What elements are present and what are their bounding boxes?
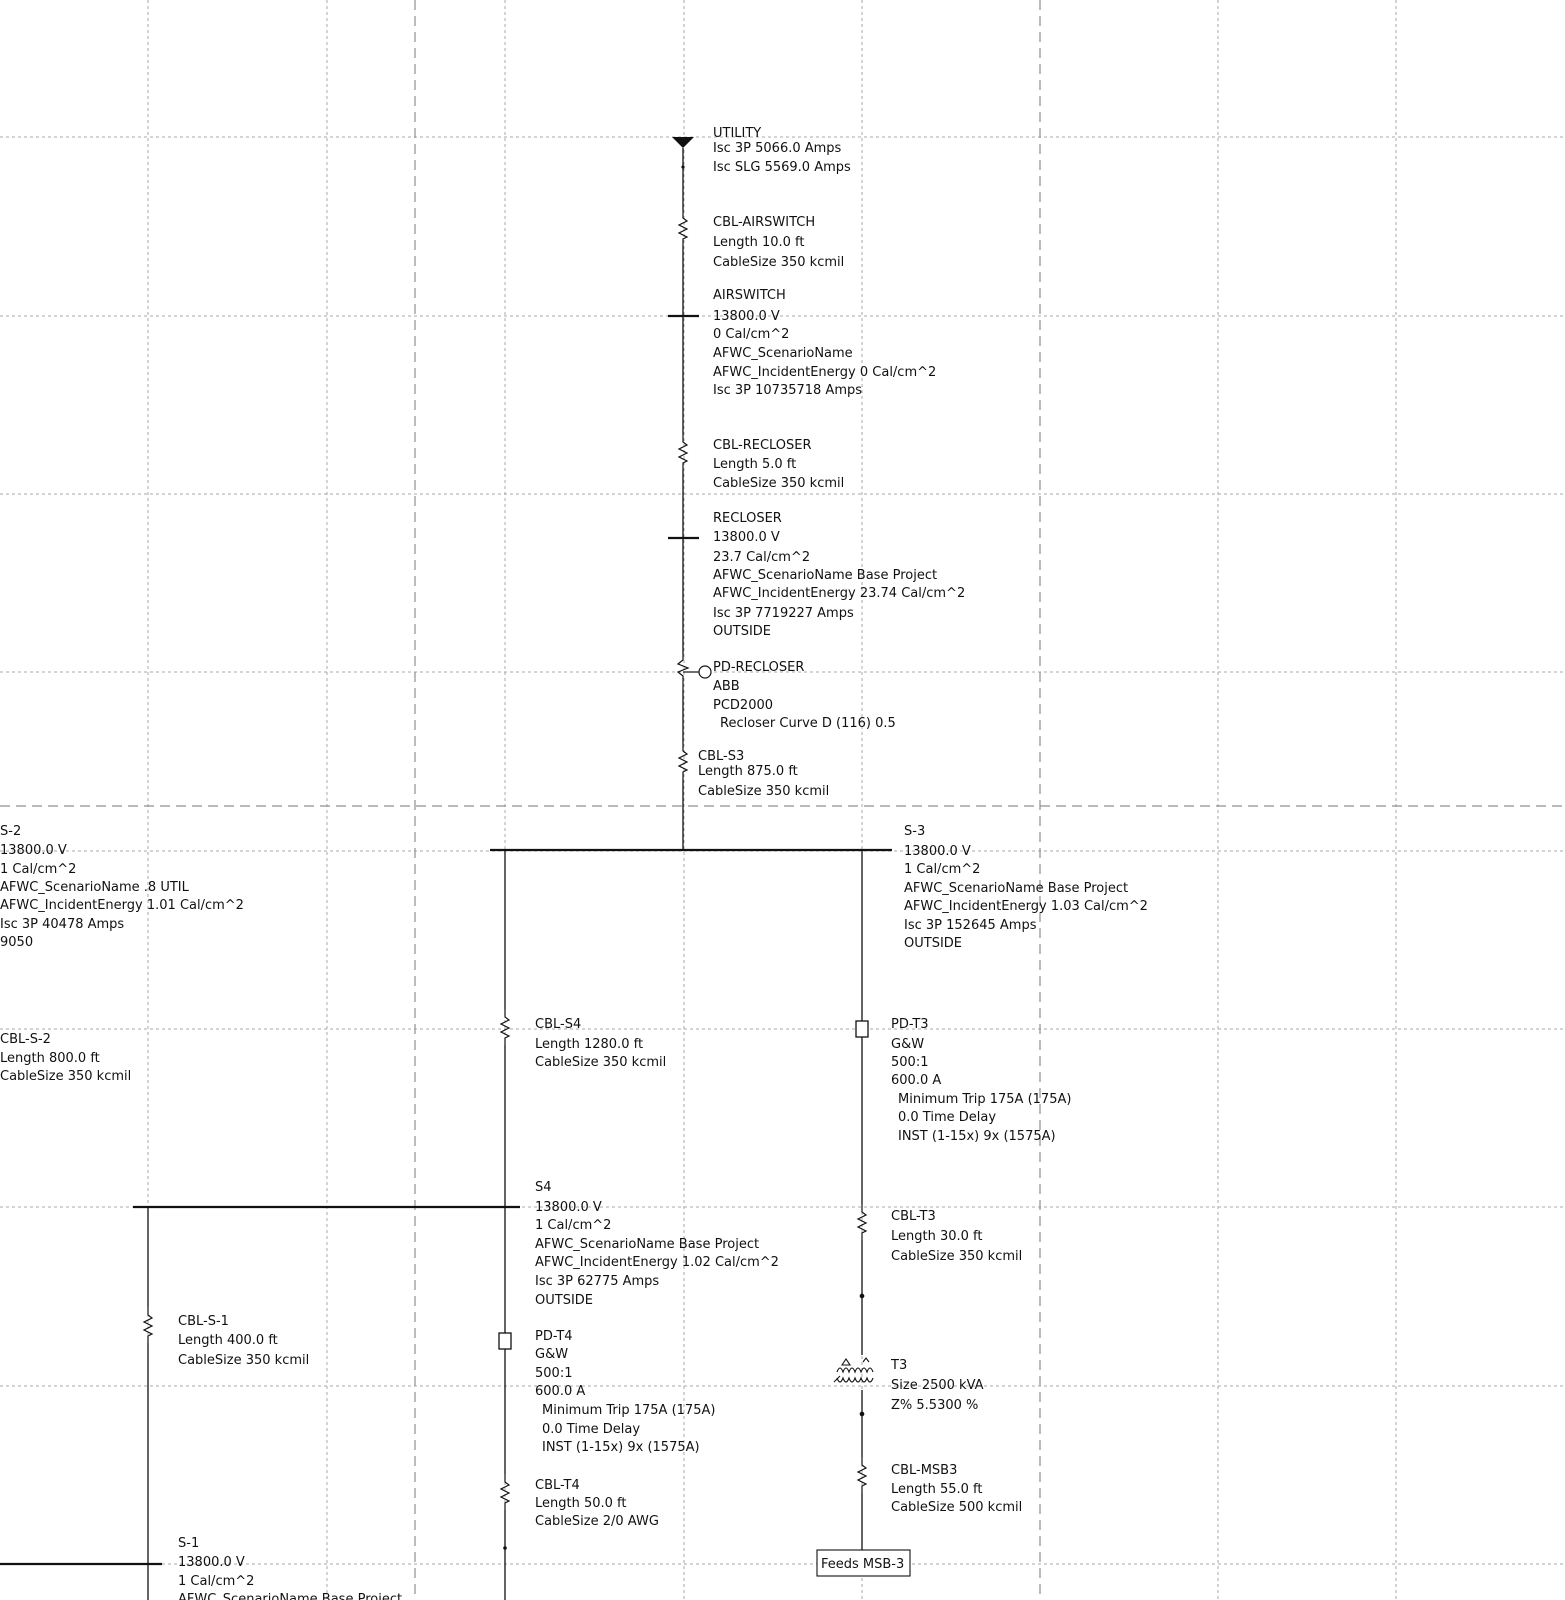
recloser-label: RECLOSER 13800.0 V 23.7 Cal/cm^2 AFWC_Sc… [713,511,969,639]
cbl-msb3-label: CBL-MSB3 Length 55.0 ft CableSize 500 kc… [891,1463,1022,1515]
utility-label: UTILITY Isc 3P 5066.0 Amps Isc SLG 5569.… [713,126,851,175]
s4-label: S4 13800.0 V 1 Cal/cm^2 AFWC_ScenarioNam… [535,1180,783,1308]
cable-icon[interactable] [678,433,688,471]
cbl-recloser-label: CBL-RECLOSER Length 5.0 ft CableSize 350… [713,438,844,491]
s1-label: S-1 13800.0 V 1 Cal/cm^2 AFWC_ScenarioNa… [178,1536,402,1600]
transformer-icon[interactable] [833,1293,874,1417]
cbl-s4-label: CBL-S4 Length 1280.0 ft CableSize 350 kc… [535,1017,666,1070]
s3-label: S-3 13800.0 V 1 Cal/cm^2 AFWC_ScenarioNa… [904,824,1152,951]
cable-icon[interactable] [143,1306,153,1344]
utility-source-icon[interactable] [672,137,694,148]
cbl-t4-label: CBL-T4 Length 50.0 ft CableSize 2/0 AWG [535,1478,659,1529]
cable-icon[interactable] [857,1203,867,1241]
cbl-t3-label: CBL-T3 Length 30.0 ft CableSize 350 kcmi… [891,1209,1022,1264]
relay-breaker-icon[interactable] [855,1020,869,1038]
feeds-label: Feeds MSB-3 [821,1557,904,1572]
pd-recloser-label: PD-RECLOSER ABB PCD2000 Recloser Curve D… [713,660,896,731]
recloser-icon[interactable] [676,654,712,690]
s2-label: S-2 13800.0 V 1 Cal/cm^2 AFWC_ScenarioNa… [0,824,248,950]
cbl-airswitch-label: CBL-AIRSWITCH Length 10.0 ft CableSize 3… [713,215,844,270]
pd-t4-label: PD-T4 G&W 500:1 600.0 A Minimum Trip 175… [535,1329,720,1455]
t3-label: T3 Size 2500 kVA Z% 5.5300 % [890,1358,988,1413]
feeds-msb3-box[interactable]: Feeds MSB-3 [816,1549,911,1577]
cbl-s3-label: CBL-S3 Length 875.0 ft CableSize 350 kcm… [698,749,829,799]
cbl-s1-label: CBL-S-1 Length 400.0 ft CableSize 350 kc… [178,1314,309,1368]
cbl-s2-label: CBL-S-2 Length 800.0 ft CableSize 350 kc… [0,1032,131,1084]
cable-icon[interactable] [678,209,688,247]
airswitch-label: AIRSWITCH 13800.0 V 0 Cal/cm^2 AFWC_Scen… [713,288,940,398]
cable-icon[interactable] [500,1473,510,1511]
pd-t3-label: PD-T3 G&W 500:1 600.0 A Minimum Trip 175… [891,1017,1076,1144]
cable-icon[interactable] [857,1456,867,1494]
relay-breaker-icon[interactable] [498,1332,512,1350]
cable-icon[interactable] [678,742,688,780]
